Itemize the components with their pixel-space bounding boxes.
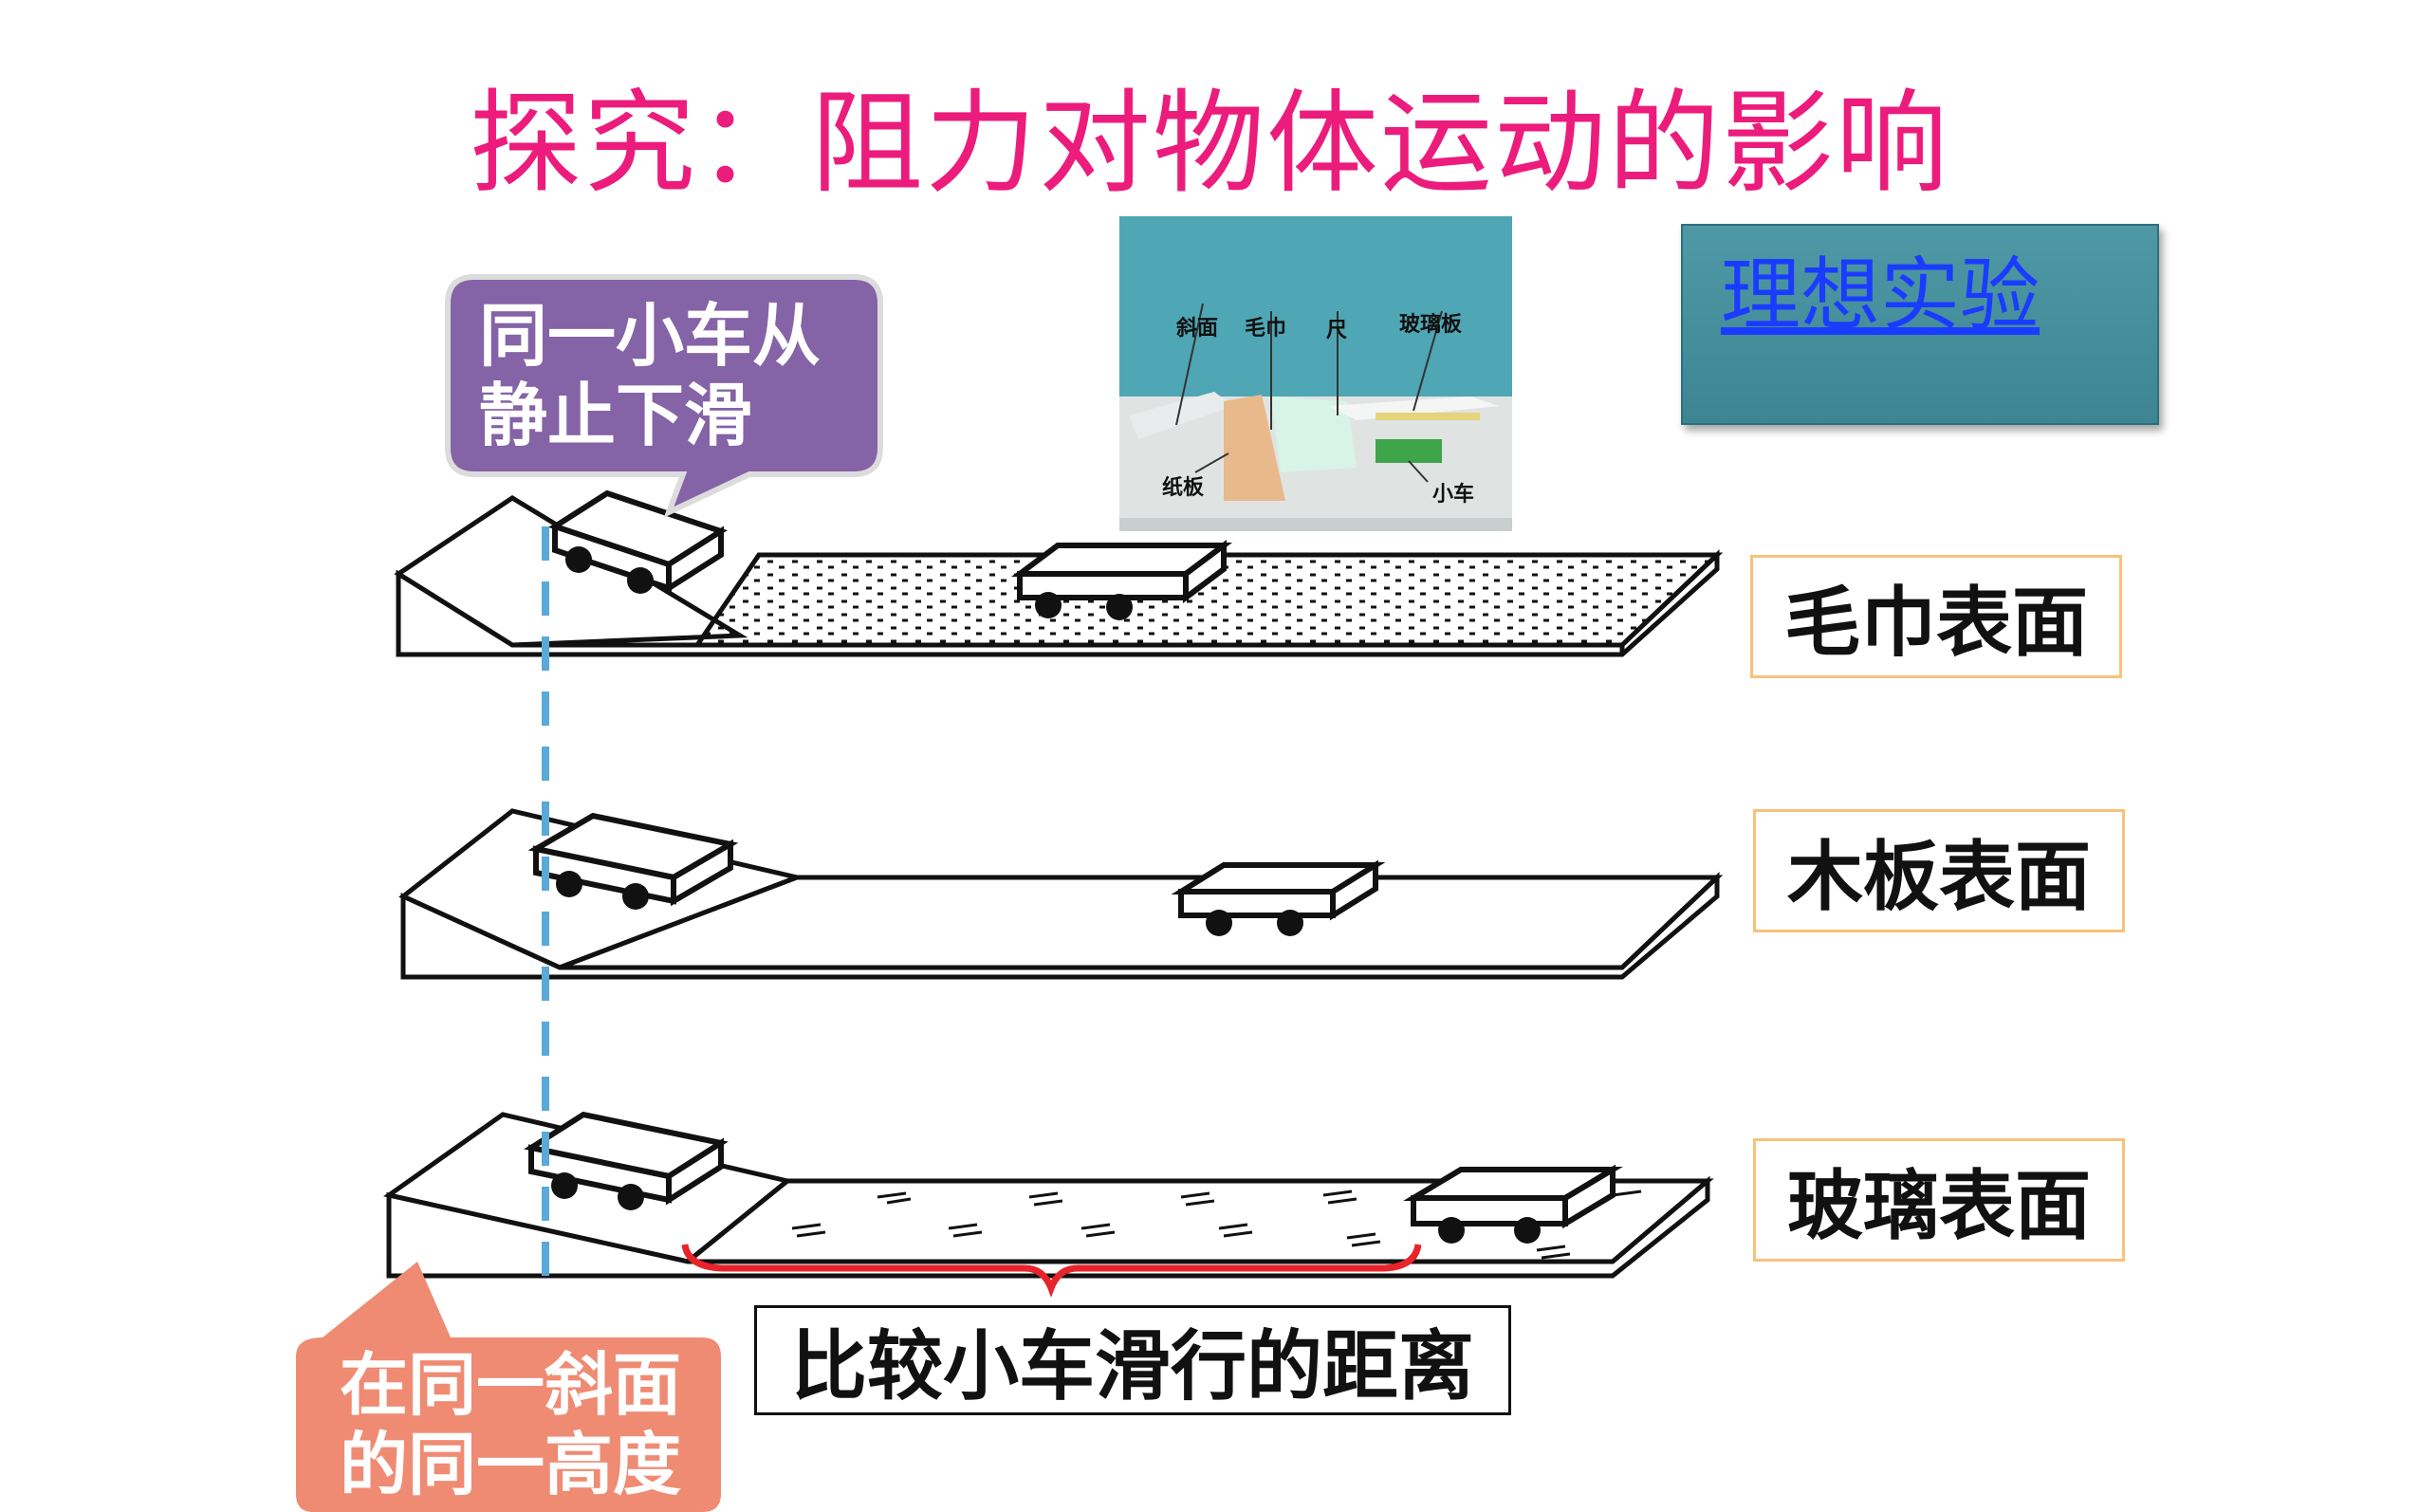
surface-label-towel: 毛巾表面	[1750, 555, 2122, 678]
surface-label-wood: 木板表面	[1753, 809, 2125, 932]
cart-towel-stop	[1011, 540, 1232, 620]
photo-label-incline: 斜面	[1176, 316, 1219, 341]
callout-top-text: 同一小车从 静止下滑	[479, 296, 822, 455]
track-wood	[398, 808, 1724, 980]
cart-wood-incline	[527, 812, 739, 910]
cardboard-shape	[1224, 395, 1285, 501]
cart-glass-incline	[524, 1111, 729, 1210]
ideal-experiment-link[interactable]: 理想实验	[1721, 249, 2040, 341]
glass-marks	[791, 1189, 1642, 1260]
callout-bottom-text: 在同一斜面 的同一高度	[340, 1345, 682, 1504]
cart-glass-stop	[1403, 1164, 1623, 1244]
photo-label-glass: 玻璃板	[1399, 312, 1463, 337]
track-glass	[382, 1111, 1714, 1279]
photo-label-towel: 毛巾	[1245, 316, 1287, 341]
callout-bottom	[296, 1262, 721, 1512]
photo-label-cart: 小车	[1432, 482, 1475, 507]
callout-top	[445, 274, 883, 518]
apparatus-photo: 斜面 毛巾 尺 玻璃板 纸板 小车	[1119, 216, 1512, 531]
cart-wood-stop	[1171, 859, 1386, 936]
track-towel	[394, 489, 1724, 657]
ideal-experiment-button[interactable]: 理想实验	[1681, 224, 2159, 425]
distance-brace	[681, 1244, 1422, 1298]
photo-label-cardboard: 纸板	[1162, 475, 1205, 500]
photo-label-ruler: 尺	[1326, 318, 1348, 342]
compare-distance-label: 比较小车滑行的距离	[754, 1305, 1511, 1415]
surface-label-glass: 玻璃表面	[1753, 1138, 2125, 1262]
cart-photo-shape	[1376, 439, 1442, 463]
page-title: 探究：阻力对物体运动的影响	[469, 78, 1949, 209]
cart-top-incline	[548, 489, 728, 594]
